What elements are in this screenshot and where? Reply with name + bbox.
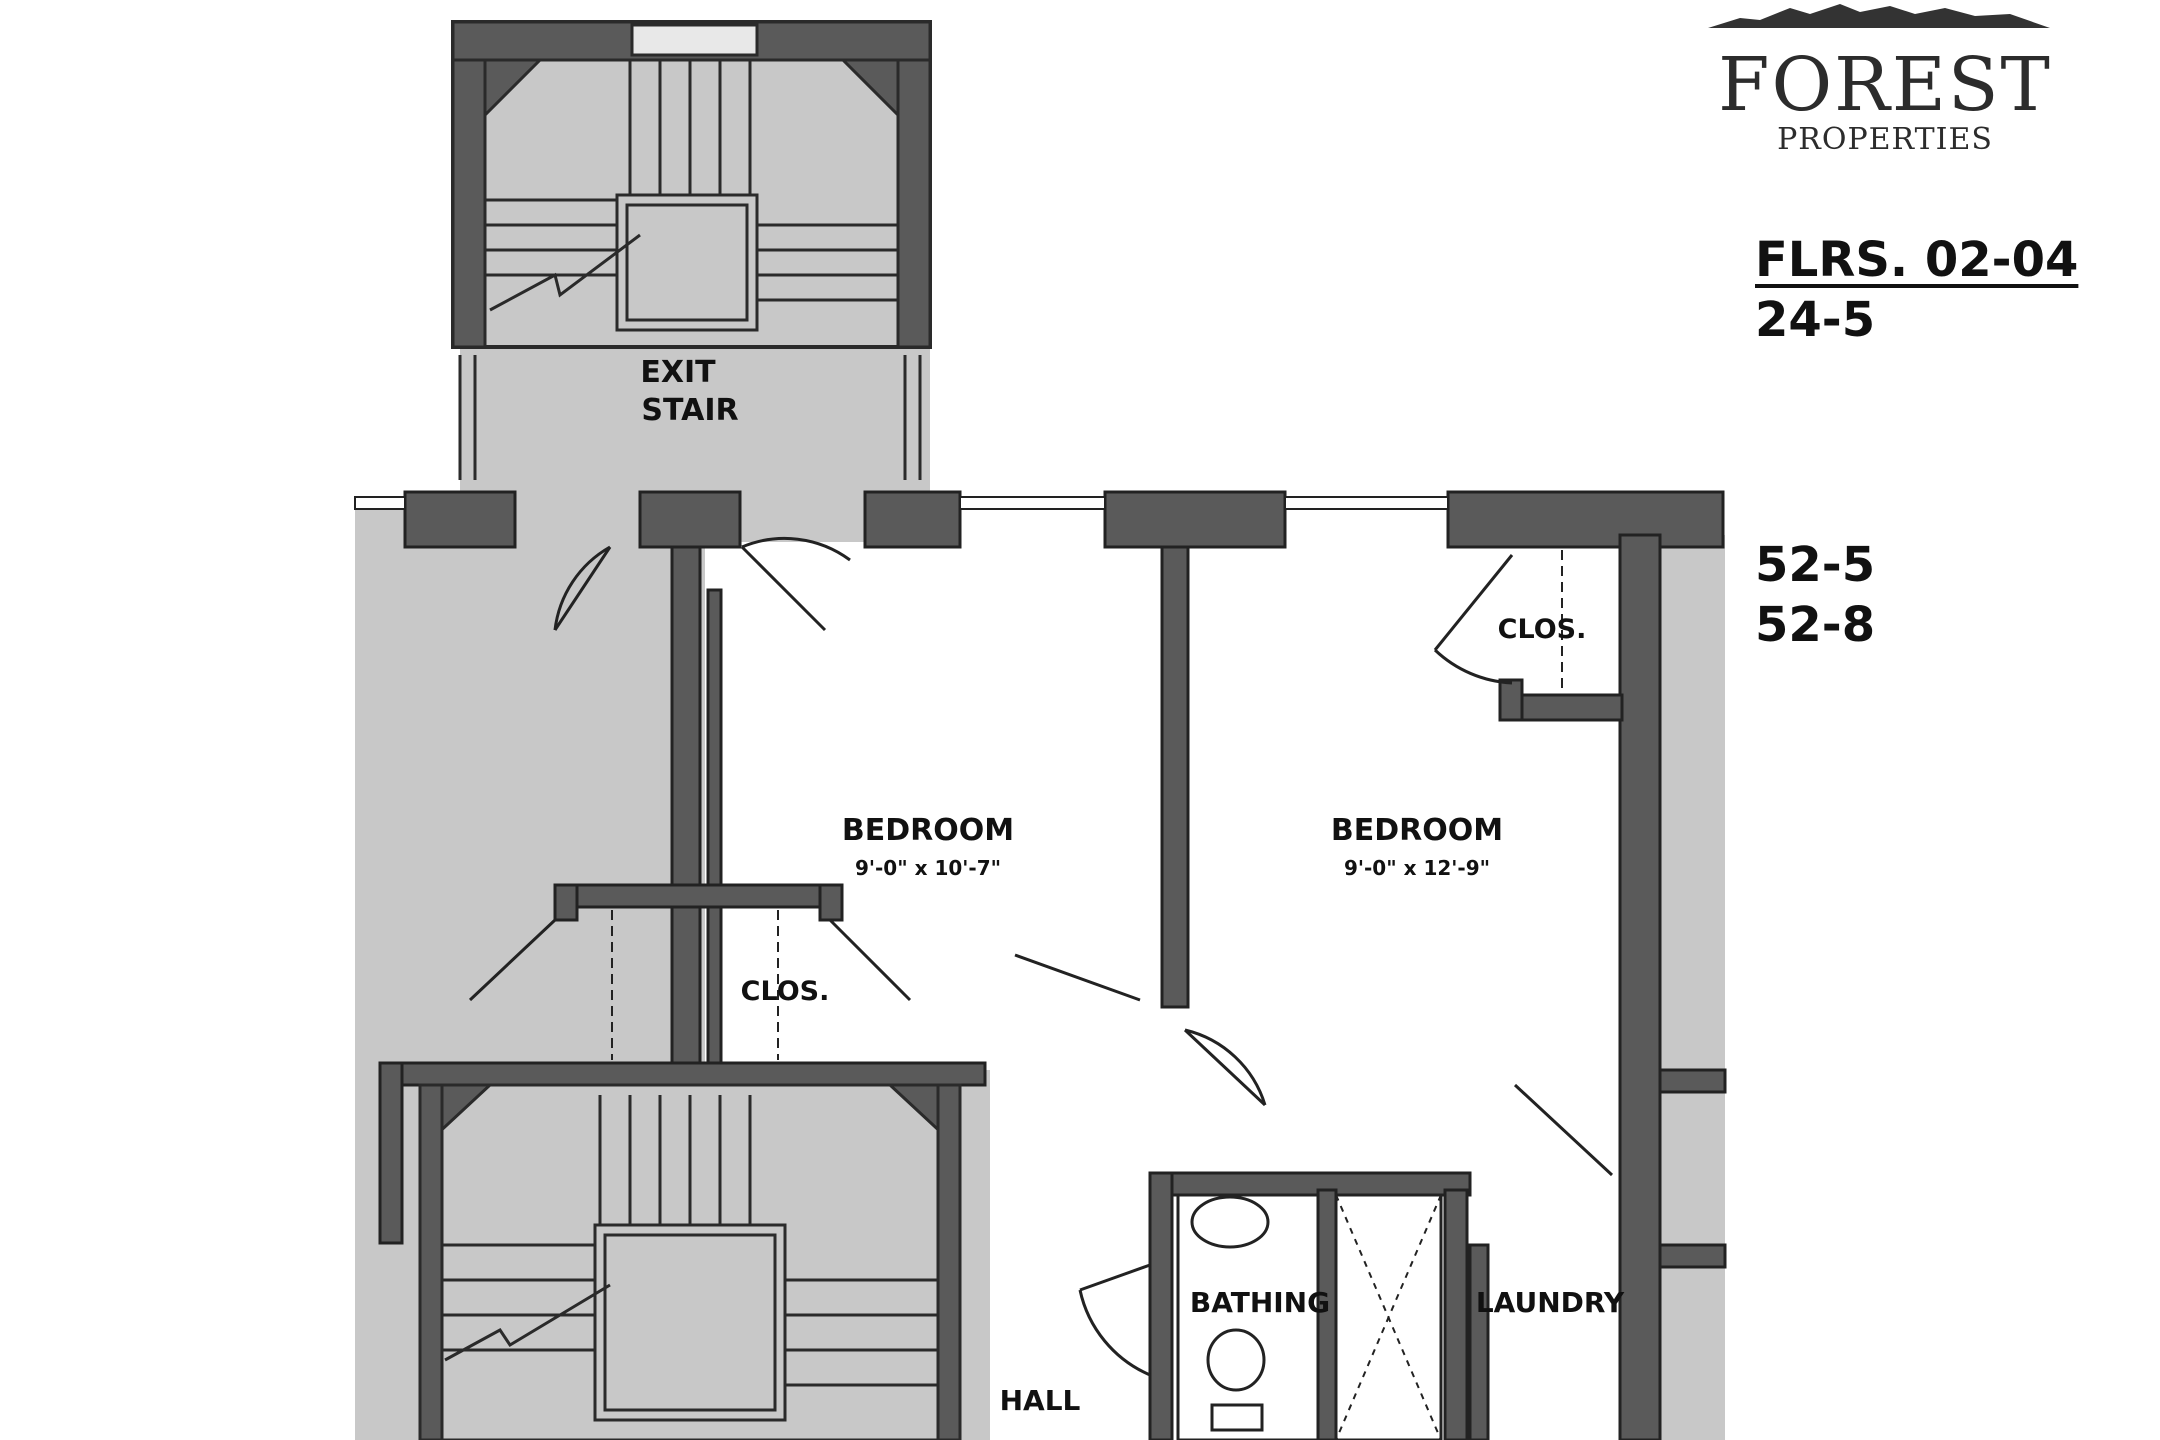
exit-stair-bottom xyxy=(418,1083,962,1440)
laundry-label: LAUNDRY xyxy=(1476,1286,1625,1319)
bathing-label: BATHING xyxy=(1190,1286,1330,1319)
bedroom2-label: BEDROOM xyxy=(1331,813,1503,848)
unit-label-52-8: 52-8 xyxy=(1755,597,1876,653)
exit-stair-label-1: EXIT xyxy=(640,355,716,390)
bedroom1-label: BEDROOM xyxy=(842,813,1014,848)
unit-label-24-5: 24-5 xyxy=(1755,292,1876,348)
brand-subtitle: PROPERTIES xyxy=(1777,122,1993,157)
walls xyxy=(378,490,1727,1440)
brand-name: FOREST xyxy=(1718,42,2052,128)
forest-logo-mark xyxy=(1708,4,2050,28)
room-labels: EXIT STAIR BEDROOM 9'-0" x 10'-7" BEDROO… xyxy=(640,355,1625,1417)
bath-fixtures xyxy=(1176,1193,1443,1440)
floors-title: FLRS. 02-04 xyxy=(1755,232,2079,288)
windows xyxy=(354,496,1449,510)
closet1-label: CLOS. xyxy=(741,976,830,1007)
hall-label: HALL xyxy=(1000,1384,1081,1417)
closet2-label: CLOS. xyxy=(1498,614,1587,645)
bedroom1-dims: 9'-0" x 10'-7" xyxy=(855,856,1001,880)
exit-stair-label-2: STAIR xyxy=(641,393,738,428)
doors xyxy=(468,536,1614,1377)
unit-label-52-5: 52-5 xyxy=(1755,537,1876,593)
closet-lines xyxy=(611,550,1563,1060)
bedroom2-dims: 9'-0" x 12'-9" xyxy=(1344,856,1490,880)
exit-stair-top xyxy=(451,20,932,480)
